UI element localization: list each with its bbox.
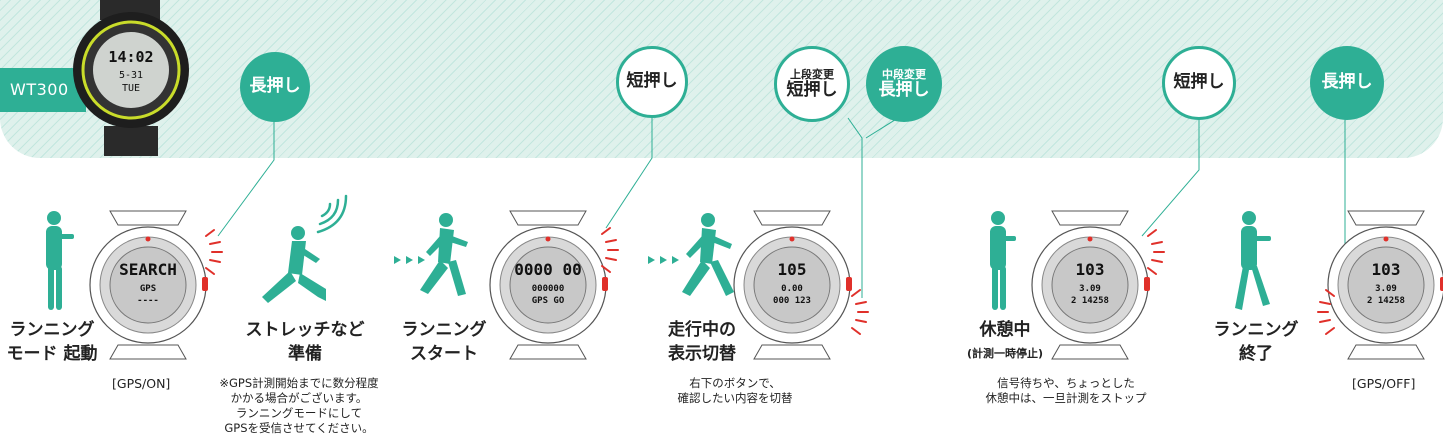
display-note: 右下のボタンで、確認したい内容を切替 [677, 376, 793, 405]
step-title-3: ランニングスタート [401, 320, 487, 364]
press-indicator-icon [601, 227, 619, 273]
watch-display-line: 2 14258 [1071, 296, 1109, 306]
banner-watch-day: TUE [122, 83, 140, 94]
press-indicator-icon [1147, 229, 1165, 275]
step-title-5: 休憩中(計測一時停止) [966, 320, 1044, 360]
bubble-label: 長押し [249, 76, 301, 97]
running-figure-icon [682, 213, 734, 296]
watch-display-line: 0000 00 [514, 260, 581, 279]
model-tag: WT300 [0, 68, 86, 112]
bubble-sublabel: 上段変更 [790, 67, 834, 81]
short-press-bubble-2: 短押し [616, 46, 688, 118]
banner-watch-icon: 14:02 5-31 TUE [73, 0, 189, 156]
watch-display-line: GPS [140, 284, 156, 294]
watch-display-line: 0.00 [781, 284, 803, 294]
press-indicator-icon [205, 229, 223, 275]
watch-display-line: GPS GO [532, 296, 565, 306]
press-indicator-icon [1317, 289, 1335, 335]
bubble-label: 長押し [1321, 72, 1373, 93]
banner-watch-date: 5-31 [119, 70, 143, 81]
signal-waves-icon [316, 194, 348, 234]
watch-display-line: 000000 [532, 284, 565, 294]
watch-display-line: 3.09 [1375, 284, 1397, 294]
leader-line-5 [1141, 118, 1200, 237]
banner-watch-time: 14:02 [108, 48, 153, 66]
watch-device-1: SEARCH GPS ---- [89, 210, 208, 360]
long-press-bubble-1: 長押し [240, 52, 310, 122]
step-title-4: 走行中の表示切替 [668, 320, 736, 364]
press-indicator-icon [851, 289, 869, 335]
bubble-sublabel: 中段変更 [882, 67, 926, 81]
step-title-2: ストレッチなど準備 [245, 320, 365, 364]
stretching-figure-icon [262, 226, 326, 303]
arrow-icon [394, 256, 425, 264]
gps-on-tag: [GPS/ON] [112, 376, 171, 391]
leader-line-3 [847, 117, 863, 298]
watch-display-line: 103 [1076, 260, 1105, 279]
leader-line-1 [217, 120, 275, 237]
bubble-label: 短押し [786, 79, 838, 100]
watch-display-line: ---- [137, 296, 159, 306]
bubble-label: 短押し [1173, 72, 1225, 93]
gps-off-tag: [GPS/OFF] [1352, 376, 1416, 391]
step-title-1: ランニングモード 起動 [6, 320, 98, 364]
bubble-label: 短押し [626, 71, 678, 92]
watch-display-line: 000 123 [773, 296, 811, 306]
long-press-bubble-4: 中段変更 長押し [866, 46, 942, 122]
short-press-bubble-5: 短押し [1162, 46, 1236, 120]
watch-device-3: 105 0.00 000 123 [733, 210, 852, 360]
watch-display-line: 103 [1372, 260, 1401, 279]
standing-figure-icon [990, 211, 1016, 310]
watch-display-line: 105 [778, 260, 807, 279]
running-figure-icon [420, 213, 468, 296]
watch-display-line: 2 14258 [1367, 296, 1405, 306]
leader-line-4 [865, 117, 899, 139]
long-press-bubble-6: 長押し [1310, 46, 1384, 120]
rest-note: 信号待ちや、ちょっとした休憩中は、一旦計測をストップ [985, 376, 1147, 405]
walking-figure-icon [1235, 211, 1271, 310]
bubble-label: 長押し [878, 79, 930, 100]
step-title-6: ランニング終了 [1213, 320, 1299, 364]
figures [46, 211, 1271, 310]
watch-display-line: SEARCH [119, 260, 177, 279]
arrow-icon [648, 256, 679, 264]
short-press-bubble-3: 上段変更 短押し [774, 46, 850, 122]
watch-device-4: 103 3.09 2 14258 [1031, 210, 1150, 360]
walking-figure-icon [46, 211, 74, 310]
watch-device-5: 103 3.09 2 14258 [1327, 210, 1443, 360]
watch-display-line: 3.09 [1079, 284, 1101, 294]
press-indicators [205, 227, 1335, 335]
leader-line-2 [605, 118, 653, 229]
